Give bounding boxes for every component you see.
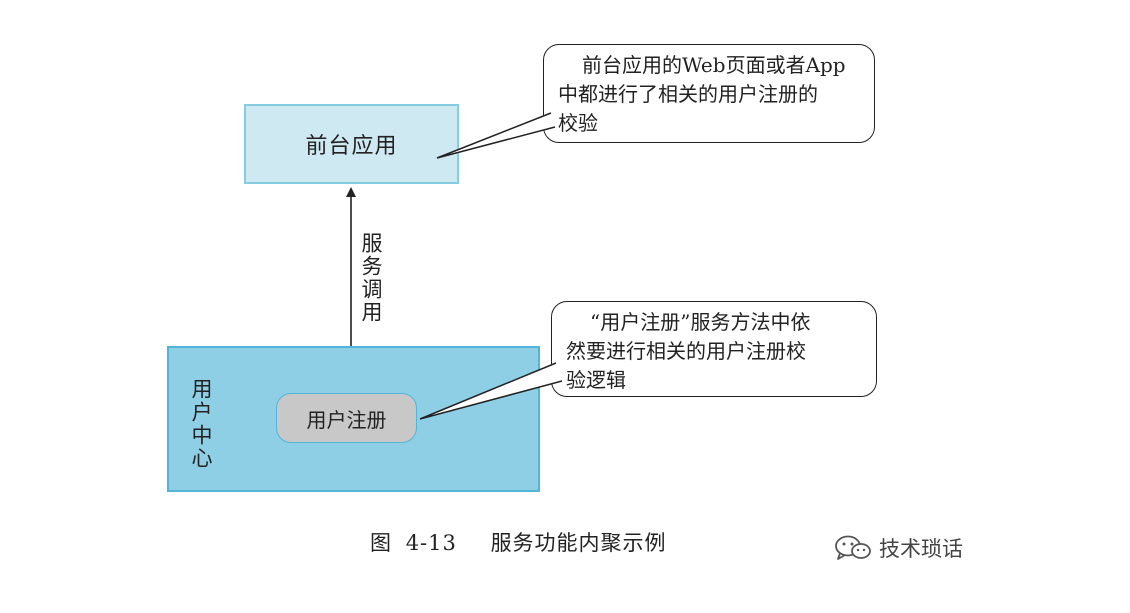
caption-title: 服务功能内聚示例 bbox=[490, 531, 667, 555]
watermark: 技术琐话 bbox=[833, 533, 963, 563]
callout-service-validation: “用户注册”服务方法中依 然要进行相关的用户注册校 验逻辑 bbox=[551, 301, 877, 397]
callout-2-line-3: 验逻辑 bbox=[566, 368, 626, 392]
watermark-text: 技术琐话 bbox=[879, 537, 963, 561]
front-app-label: 前台应用 bbox=[305, 134, 398, 159]
wechat-icon bbox=[835, 535, 871, 560]
callout-1-tail bbox=[436, 112, 556, 159]
user-center-label: 用户中心 bbox=[189, 378, 213, 470]
user-register-label: 用户注册 bbox=[306, 407, 387, 432]
callout-2-tail bbox=[419, 362, 563, 420]
caption-number: 4-13 bbox=[405, 531, 457, 555]
callout-1-line-3: 校验 bbox=[558, 111, 598, 135]
service-call-label: 服务调用 bbox=[359, 232, 383, 324]
callout-front-validation: 前台应用的Web页面或者App 中都进行了相关的用户注册的 校验 bbox=[543, 44, 875, 143]
caption-figure: 图 bbox=[370, 531, 392, 555]
front-app-box: 前台应用 bbox=[244, 104, 459, 184]
figure-caption: 图 4-13 服务功能内聚示例 bbox=[370, 527, 667, 557]
callout-1-line-1: 前台应用的Web页面或者App bbox=[582, 53, 846, 77]
callout-1-line-2: 中都进行了相关的用户注册的 bbox=[558, 82, 818, 106]
callout-2-line-1: “用户注册”服务方法中依 bbox=[590, 310, 811, 334]
user-register-node: 用户注册 bbox=[276, 393, 417, 443]
callout-2-line-2: 然要进行相关的用户注册校 bbox=[566, 339, 806, 363]
